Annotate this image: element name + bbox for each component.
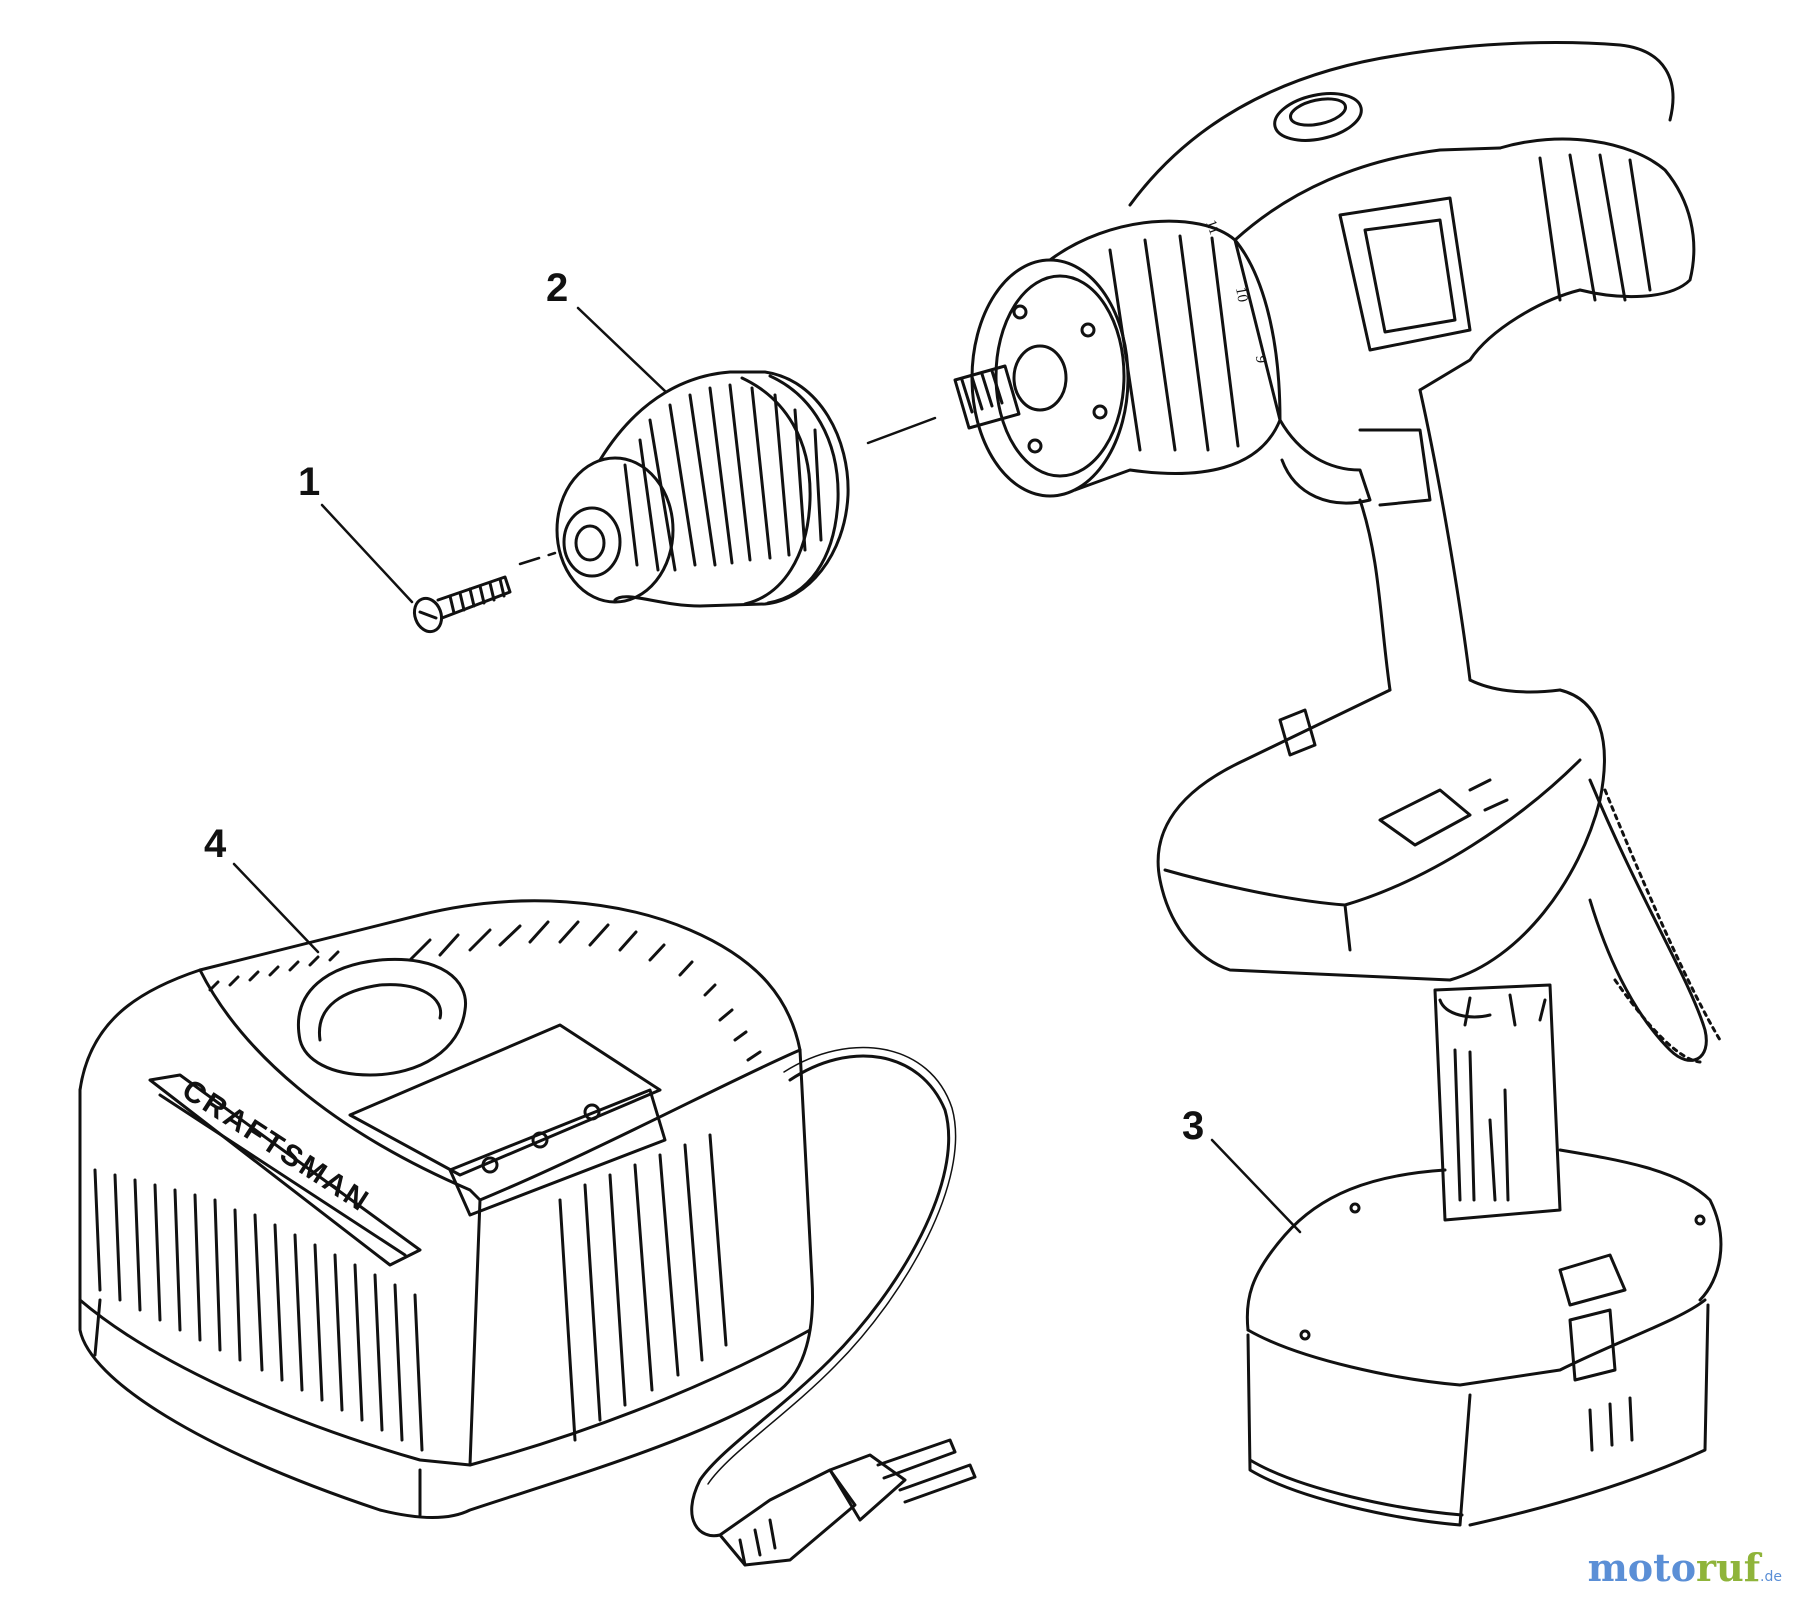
callout-4: 4 [204,822,227,866]
axis-chuck-drill [868,418,935,443]
clutch-dial-marks: 10 9 11 [1202,218,1268,364]
callout-2: 2 [546,266,569,310]
watermark: motoruf.de [1588,1545,1782,1590]
dial-mark-11: 11 [1202,218,1222,237]
screw-part [410,577,510,635]
drill-body [955,42,1720,1062]
watermark-part2: ruf [1696,1545,1761,1590]
callout-3: 3 [1182,1104,1205,1148]
leader-4 [234,864,318,952]
chuck-part [557,372,848,606]
callout-1: 1 [298,460,321,504]
watermark-suffix: .de [1760,1569,1782,1585]
axis-screw-chuck [520,553,555,564]
dial-mark-9: 9 [1252,355,1269,364]
leader-lines [234,308,1300,1232]
dial-mark-10: 10 [1232,286,1250,304]
leader-3 [1212,1140,1300,1232]
watermark-part1: moto [1587,1545,1697,1590]
leader-2 [578,308,666,392]
leader-1 [322,505,412,602]
battery-part [1247,985,1721,1525]
charger-brand-logo: CRAFTSMAN [176,1073,376,1219]
charger-part [80,901,975,1565]
